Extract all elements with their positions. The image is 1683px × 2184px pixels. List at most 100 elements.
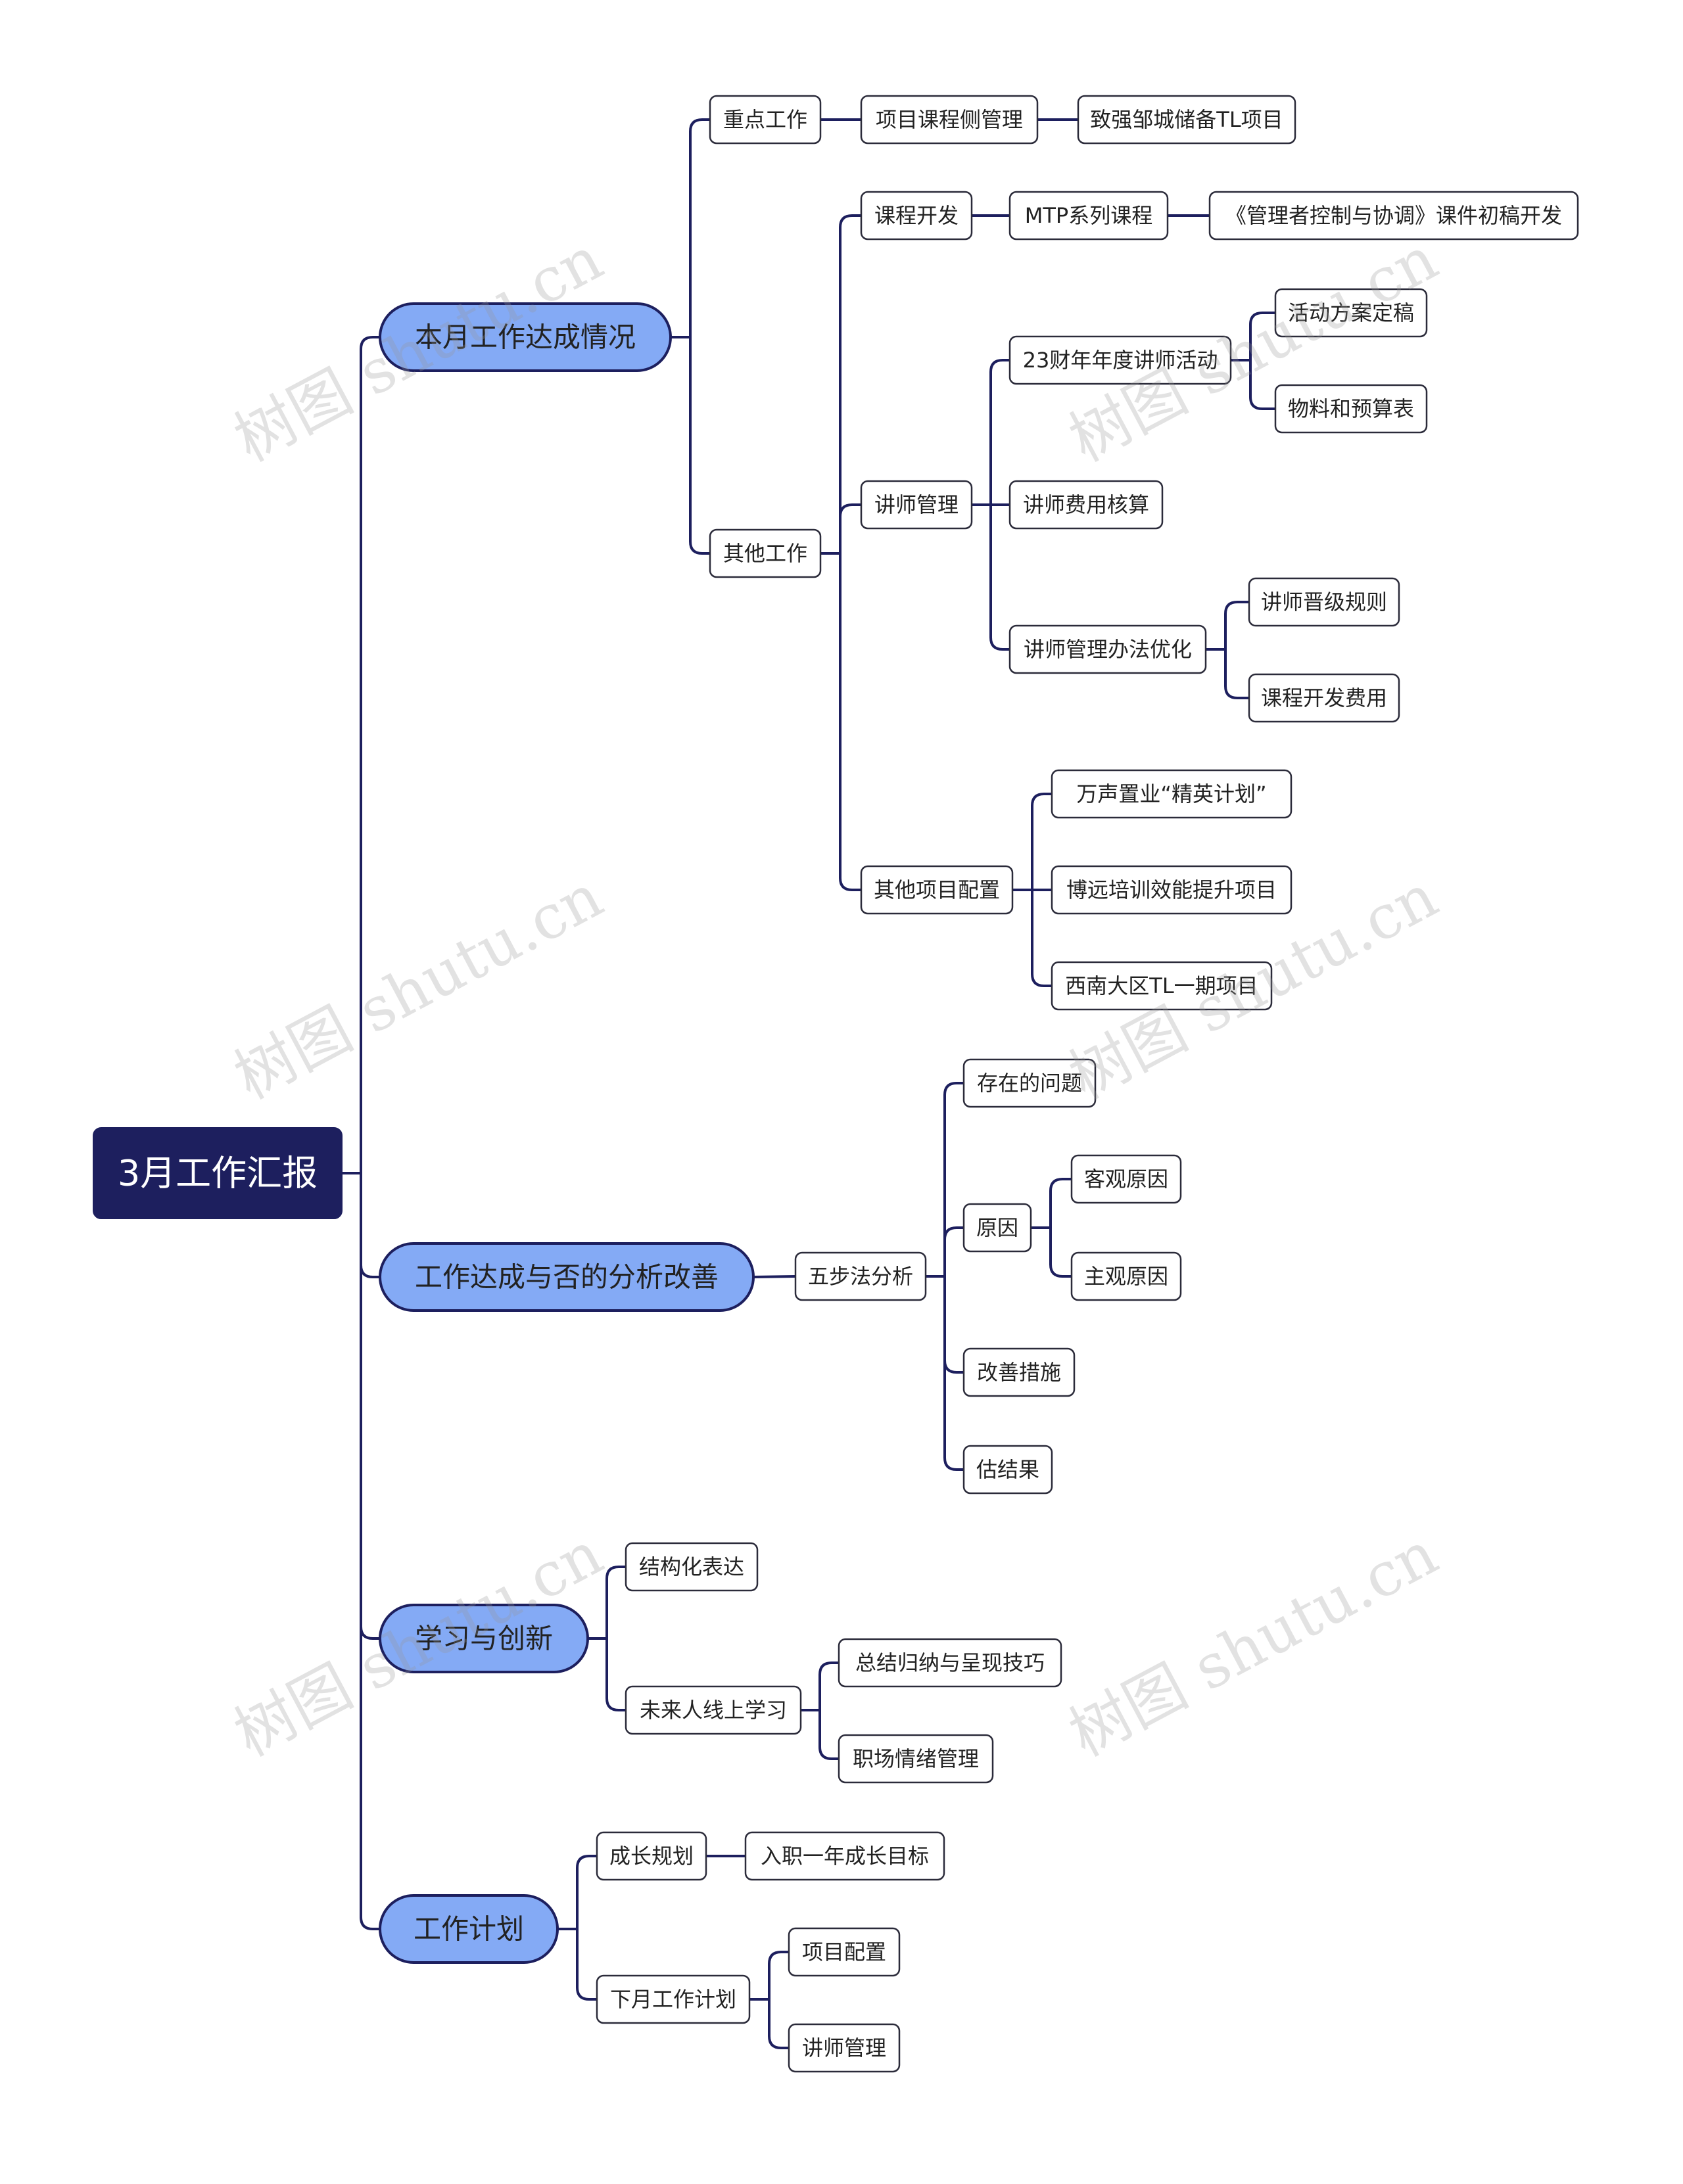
connector-line: [669, 118, 711, 338]
branch-topic-node[interactable]: 学习与创新: [379, 1604, 589, 1673]
node-box: [962, 1058, 1097, 1108]
topic-node[interactable]: 入职一年成长目标: [744, 1831, 945, 1881]
node-label: 项目课程侧管理: [876, 107, 1023, 132]
branch-topic-node[interactable]: 本月工作达成情况: [379, 302, 672, 372]
topic-node[interactable]: 《管理者控制与协调》课件初稿开发: [1208, 191, 1579, 241]
topic-node[interactable]: 博远培训效能提升项目: [1051, 865, 1292, 915]
topic-node[interactable]: 主观原因: [1070, 1251, 1182, 1301]
topic-node[interactable]: 万声置业“精英计划”: [1051, 769, 1292, 819]
connector-lines: [341, 118, 1277, 2049]
node-label: 职场情绪管理: [853, 1746, 979, 1771]
topic-node[interactable]: 未来人线上学习: [625, 1685, 802, 1735]
topic-node[interactable]: 西南大区TL一期项目: [1051, 961, 1273, 1011]
node-label: 项目配置: [802, 1940, 886, 1964]
branch-topic-node[interactable]: 工作计划: [379, 1894, 559, 1964]
topic-node[interactable]: 成长规划: [596, 1831, 707, 1881]
node-box: [1274, 384, 1428, 434]
topic-node[interactable]: 估结果: [962, 1445, 1053, 1495]
node-box: [788, 1927, 901, 1977]
node-box: [1070, 1251, 1182, 1301]
root-node[interactable]: 3月工作汇报: [93, 1127, 343, 1219]
topic-node[interactable]: 致强邹城储备TL项目: [1077, 95, 1296, 145]
topic-node[interactable]: MTP系列课程: [1008, 191, 1169, 241]
node-box: [596, 1831, 707, 1881]
node-box: [860, 865, 1014, 915]
node-label: 结构化表达: [639, 1554, 744, 1579]
connector-line: [752, 1275, 797, 1278]
connector-line: [819, 214, 863, 555]
connector-line: [556, 1855, 598, 1930]
topic-node[interactable]: 其他工作: [709, 528, 822, 578]
connector-line: [1204, 601, 1250, 651]
node-box: [379, 1894, 559, 1964]
connector-line: [341, 1172, 381, 1930]
node-box: [838, 1638, 1062, 1688]
node-box: [379, 302, 672, 372]
topic-node[interactable]: 结构化表达: [625, 1542, 759, 1592]
node-label: 课程开发费用: [1261, 685, 1387, 710]
node-label: 学习与创新: [415, 1623, 553, 1655]
node-label: 3月工作汇报: [118, 1153, 318, 1194]
node-box: [596, 1974, 751, 2024]
topic-node[interactable]: 原因: [962, 1203, 1032, 1253]
node-label: 活动方案定稿: [1288, 300, 1414, 325]
node-label: 物料和预算表: [1288, 396, 1414, 421]
node-box: [744, 1831, 945, 1881]
connector-line: [586, 1637, 627, 1711]
topic-node[interactable]: 课程开发: [860, 191, 973, 241]
node-label: 致强邹城储备TL项目: [1090, 107, 1283, 132]
topic-node[interactable]: 存在的问题: [962, 1058, 1097, 1108]
topic-node[interactable]: 23财年年度讲师活动: [1008, 335, 1232, 385]
connector-line: [970, 359, 1011, 506]
topic-node[interactable]: 讲师费用核算: [1008, 480, 1164, 530]
node-label: 工作计划: [414, 1913, 524, 1945]
topic-node[interactable]: 五步法分析: [794, 1251, 927, 1301]
node-box: [625, 1685, 802, 1735]
topic-node[interactable]: 总结归纳与呈现技巧: [838, 1638, 1062, 1688]
node-box: [625, 1542, 759, 1592]
connector-line: [799, 1709, 840, 1760]
node-label: 其他项目配置: [874, 877, 1000, 902]
topic-node[interactable]: 讲师管理: [860, 480, 973, 530]
node-box: [1070, 1154, 1182, 1204]
node-label: 成长规划: [609, 1844, 694, 1869]
topic-node[interactable]: 项目配置: [788, 1927, 901, 1977]
node-box: [1274, 288, 1428, 338]
topic-node[interactable]: 讲师管理: [788, 2023, 901, 2073]
node-box: [962, 1445, 1053, 1495]
node-box: [709, 528, 822, 578]
node-box: [1008, 624, 1207, 674]
topic-node[interactable]: 活动方案定稿: [1274, 288, 1428, 338]
topic-node[interactable]: 物料和预算表: [1274, 384, 1428, 434]
topic-node[interactable]: 客观原因: [1070, 1154, 1182, 1204]
connector-line: [1011, 793, 1053, 891]
node-box: [860, 480, 973, 530]
node-label: 讲师管理办法优化: [1024, 637, 1192, 662]
node-box: [1051, 961, 1273, 1011]
topic-node[interactable]: 课程开发费用: [1248, 673, 1400, 723]
node-label: 存在的问题: [977, 1071, 1082, 1096]
topic-node[interactable]: 下月工作计划: [596, 1974, 751, 2024]
node-box: [838, 1734, 994, 1784]
topic-node[interactable]: 讲师晋级规则: [1248, 577, 1400, 627]
connector-line: [1011, 889, 1053, 987]
connector-line: [819, 503, 863, 555]
topic-node[interactable]: 项目课程侧管理: [860, 95, 1039, 145]
node-box: [1248, 577, 1400, 627]
node-box: [1008, 335, 1232, 385]
branch-topic-node[interactable]: 工作达成与否的分析改善: [379, 1242, 755, 1312]
connector-line: [341, 336, 381, 1174]
topic-node[interactable]: 讲师管理办法优化: [1008, 624, 1207, 674]
topic-node[interactable]: 改善措施: [962, 1347, 1076, 1397]
node-box: [1077, 95, 1296, 145]
topic-node[interactable]: 其他项目配置: [860, 865, 1014, 915]
topic-node[interactable]: 职场情绪管理: [838, 1734, 994, 1784]
topic-node[interactable]: 重点工作: [709, 95, 822, 145]
mindmap-nodes: 3月工作汇报本月工作达成情况重点工作项目课程侧管理致强邹城储备TL项目其他工作课…: [93, 95, 1579, 2073]
connector-line: [1030, 1178, 1073, 1229]
node-label: 万声置业“精英计划”: [1076, 781, 1266, 806]
connector-line: [924, 1082, 965, 1278]
node-label: 讲师费用核算: [1023, 492, 1149, 517]
node-box: [1051, 865, 1292, 915]
